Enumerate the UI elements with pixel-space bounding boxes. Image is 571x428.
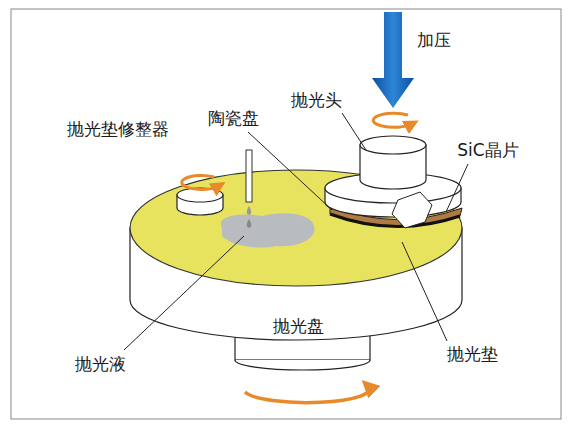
slurry (221, 150, 315, 248)
part-label: 抛光垫修整器 (67, 119, 169, 139)
part-label: 抛光液 (75, 354, 126, 374)
leader-lines-part (342, 113, 366, 150)
pad-conditioner (177, 176, 223, 215)
slurry-part (247, 219, 252, 228)
polishing-head-part (392, 192, 432, 228)
platen-part (235, 360, 370, 370)
polishing-head-part (360, 136, 426, 154)
platen (130, 170, 462, 403)
part-label: SiC晶片 (457, 140, 518, 160)
leader-lines-part (446, 164, 468, 212)
slurry-part (246, 150, 252, 202)
rotation-arrow (245, 386, 370, 403)
leader-lines-part (248, 132, 332, 210)
part-label: 抛光垫 (447, 344, 498, 364)
slurry-part (221, 213, 315, 247)
part-label: 陶瓷盘 (208, 108, 259, 128)
slurry-part (247, 206, 252, 215)
polishing-head (325, 12, 462, 228)
part-label: 抛光头 (291, 90, 342, 110)
rotation-arrow (373, 113, 412, 127)
leader-lines (124, 113, 468, 350)
rotation-arrow (182, 176, 219, 190)
frame (11, 9, 561, 419)
leader-lines-part (402, 242, 447, 341)
part-label: 加压 (417, 30, 451, 50)
pressure-arrow (372, 12, 414, 108)
part-label: 抛光盘 (273, 316, 324, 336)
leader-lines-part (124, 236, 244, 350)
